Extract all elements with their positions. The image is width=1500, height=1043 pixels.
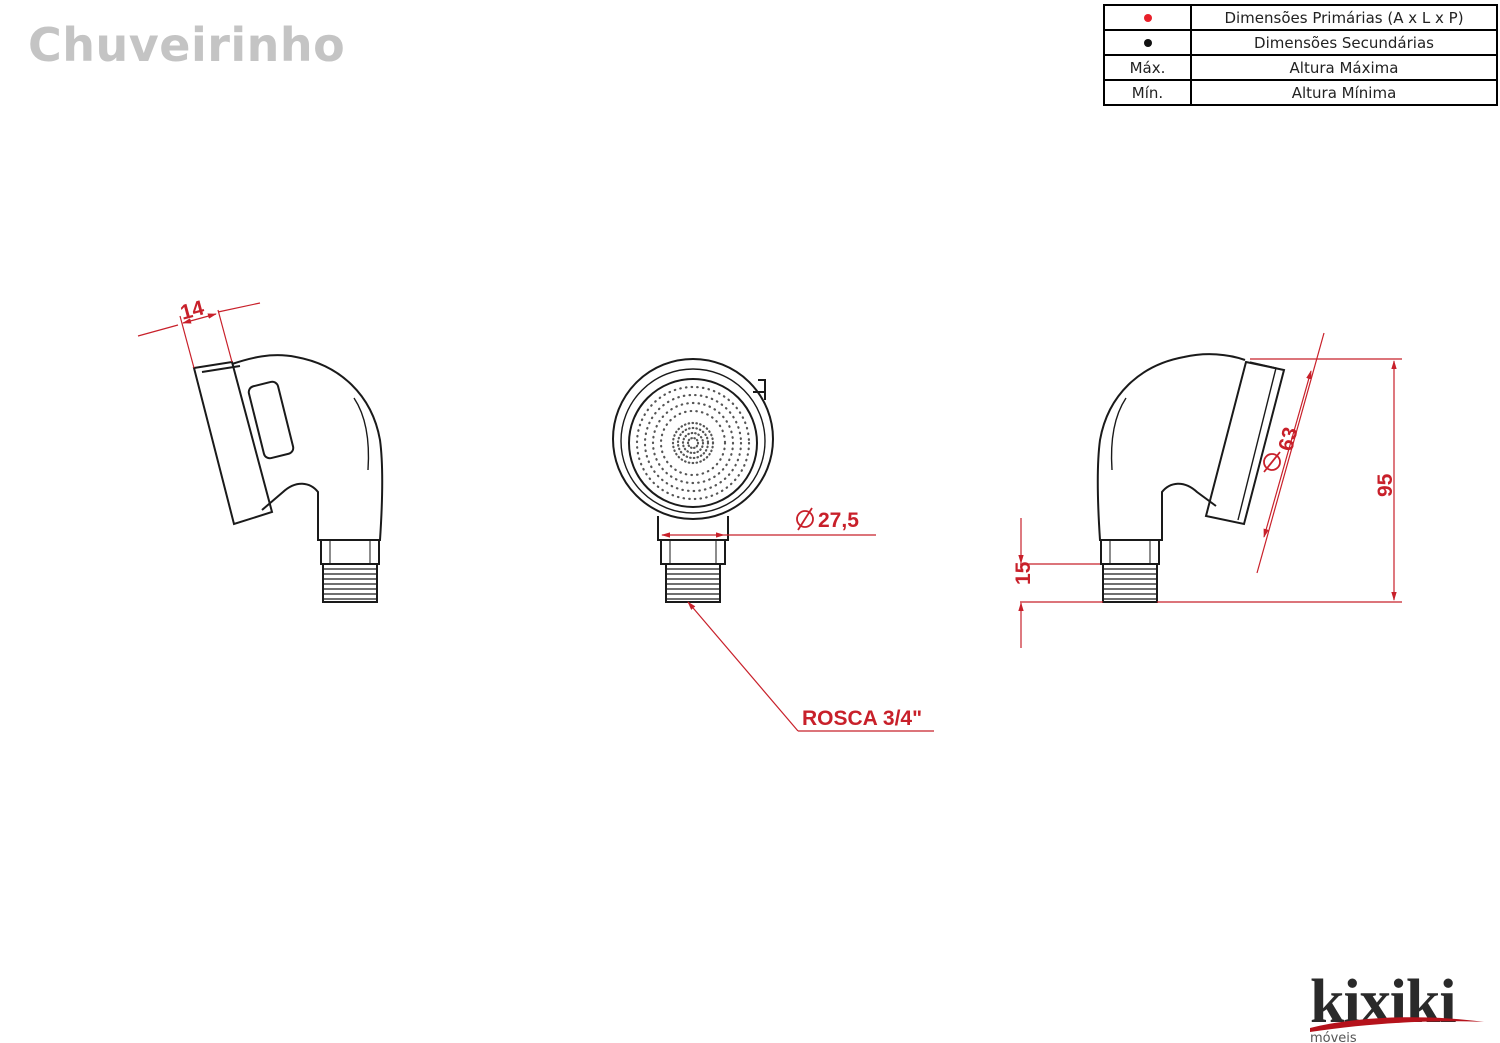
diameter-icon xyxy=(1263,451,1281,473)
height-label: 95 xyxy=(1374,473,1397,497)
dimension-depth xyxy=(137,302,261,369)
legend-description: Dimensões Primárias (A x L x P) xyxy=(1190,4,1498,31)
depth-label: 14 xyxy=(178,296,207,324)
black-dot-icon xyxy=(1143,39,1152,47)
svg-text:móveis: móveis xyxy=(1310,1031,1357,1043)
page-title: Chuveirinho xyxy=(28,18,346,72)
legend-description: Altura Mínima xyxy=(1190,79,1498,106)
side-view-right xyxy=(1096,353,1286,603)
head-diameter-label: 63 xyxy=(1274,425,1302,454)
spray-holes xyxy=(635,385,751,501)
thread-leader xyxy=(687,601,934,732)
legend-key xyxy=(1103,29,1192,56)
dimension-head xyxy=(1256,332,1325,574)
legend-row: Mín. Altura Mínima xyxy=(1103,79,1498,106)
legend-description: Dimensões Secundárias xyxy=(1190,29,1498,56)
side-view-left xyxy=(192,354,384,603)
legend-key xyxy=(1103,4,1192,31)
front-view xyxy=(612,358,774,603)
legend-key: Máx. xyxy=(1103,54,1192,81)
thread-height-label: 15 xyxy=(1012,561,1035,585)
thread-label: ROSCA 3/4" xyxy=(802,707,922,730)
kixiki-logo: kixiki móveis xyxy=(1310,968,1484,1043)
diameter-icon xyxy=(796,507,814,531)
legend-key: Mín. xyxy=(1103,79,1192,106)
legend-row: Dimensões Primárias (A x L x P) xyxy=(1103,4,1498,31)
legend-table: Dimensões Primárias (A x L x P) Dimensõe… xyxy=(1103,4,1498,106)
legend-description: Altura Máxima xyxy=(1190,54,1498,81)
legend-row: Máx. Altura Máxima xyxy=(1103,54,1498,81)
legend-row: Dimensões Secundárias xyxy=(1103,29,1498,56)
dimension-thread-height xyxy=(1018,518,1103,648)
nozzle-diameter-label: 27,5 xyxy=(818,509,859,532)
dimension-height xyxy=(1157,358,1402,603)
red-dot-icon xyxy=(1143,14,1152,22)
